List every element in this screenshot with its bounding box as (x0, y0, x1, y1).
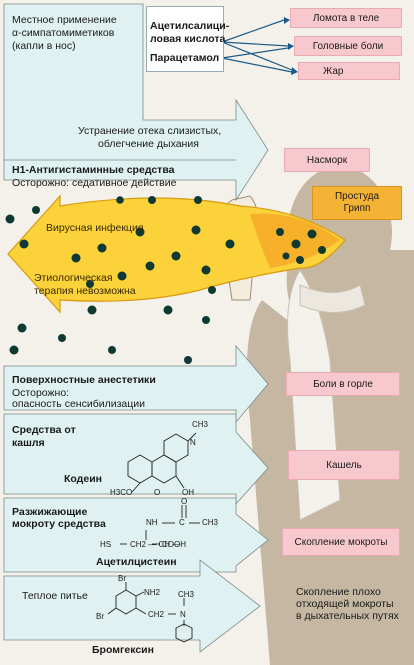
codeine-ch3: CH3 (192, 420, 209, 429)
cough-box: Кашель (288, 450, 400, 480)
anesthetics-note2: опасность сенсибилизации (12, 398, 145, 410)
codeine-n: N (190, 438, 196, 447)
viral-infection-label: Вирусная инфекция (46, 222, 144, 234)
runny-nose-box: Насморк (284, 148, 370, 172)
acetyl-hs: HS (100, 540, 112, 549)
symptom-bodyache: Ломота в теле (290, 8, 402, 28)
acetyl-o: O (181, 497, 188, 506)
brom-br2: Br (96, 612, 104, 621)
aspirin-line1: Ацетилсалици- (150, 20, 230, 32)
mucolytic-line2: мокроту средства (12, 518, 106, 530)
brom-ch2: CH2 (148, 610, 165, 619)
acetyl-c: C (179, 518, 185, 527)
brom-nh2: NH2 (144, 588, 161, 597)
codeine-oh: OH (182, 488, 194, 497)
anesthetics-arrow (3, 344, 269, 424)
antihistamine-title: H1-Антигистаминные средства (12, 164, 175, 176)
local-alpha-line3: (капли в нос) (12, 40, 76, 52)
brom-br1: Br (118, 574, 126, 583)
poor-expect-line3: в дыхательных путях (296, 610, 399, 622)
local-alpha-box (3, 3, 269, 202)
codeine-h3co: H3CO (110, 488, 133, 497)
aspirin-line2: ловая кислота (150, 33, 226, 45)
acetyl-ch2: CH2 — CH — (130, 540, 181, 549)
warm-drink-label: Теплое питье (22, 590, 88, 602)
acetyl-ch3: CH3 (202, 518, 219, 527)
symptom-headache: Головные боли (294, 36, 402, 56)
codeine-o: O (154, 488, 161, 497)
local-alpha-line1: Местное применение (12, 14, 117, 26)
acetyl-cooh: COOH (162, 540, 186, 549)
etiology-line1: Этиологическая (34, 272, 113, 284)
decongest-line1: Устранение отека слизистых, (78, 125, 222, 137)
bromhexine-label: Бромгексин (92, 644, 154, 656)
symptom-fever: Жар (298, 62, 400, 80)
analgesics-box (146, 6, 224, 72)
anesthetics-title: Поверхностные анестетики (12, 374, 156, 386)
local-alpha-line2: α-симпатомиметиков (12, 27, 115, 39)
mucolytic-arrow (3, 497, 269, 573)
brom-ch3: CH3 (178, 590, 195, 599)
etiology-line2: терапия невозможна (34, 285, 136, 297)
antitussive-line2: кашля (12, 437, 45, 449)
bromhexine-structure (107, 582, 193, 643)
flu-box: Простуда Грипп (312, 186, 402, 220)
poor-expect-line2: отходящей мокроты (296, 598, 394, 610)
acetylcysteine-structure (120, 505, 200, 545)
sputum-box: Скопление мокроты (282, 528, 400, 556)
poor-expect-line1: Скопление плохо (296, 586, 381, 598)
antitussive-line1: Средства от (12, 424, 76, 436)
anesthetics-note1: Осторожно: (12, 387, 70, 399)
warm-drink-arrow (3, 559, 261, 653)
codeine-structure (127, 432, 197, 493)
mucolytic-line1: Разжижающие (12, 506, 88, 518)
antitussive-arrow (3, 413, 269, 506)
virus-particles (5, 196, 326, 364)
paracetamol-label: Парацетамол (150, 52, 220, 64)
decongest-line2: облегчение дыхания (98, 138, 199, 150)
acetylcysteine-label: Ацетилцистеин (96, 556, 177, 568)
brom-n: N (180, 610, 186, 619)
sore-throat-box: Боли в горле (286, 372, 400, 396)
acetyl-nh: NH (146, 518, 158, 527)
antihistamine-note: Осторожно: седативное действие (12, 177, 177, 189)
codeine-label: Кодеин (64, 473, 102, 485)
